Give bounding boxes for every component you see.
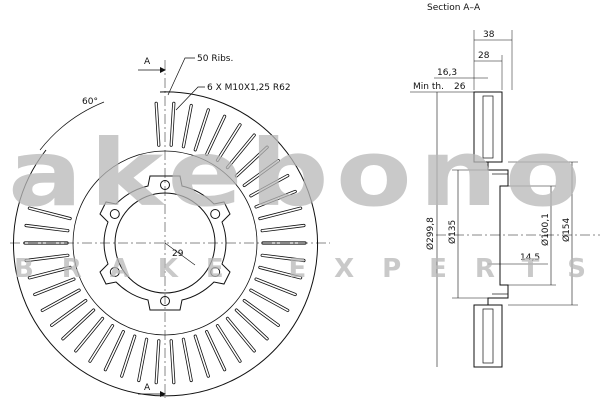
rib-inner bbox=[138, 338, 148, 382]
vent-channel-lower bbox=[482, 308, 494, 364]
section-title: Section A–A bbox=[427, 3, 481, 13]
rib-inner bbox=[155, 339, 160, 384]
rib-inner bbox=[41, 289, 80, 312]
vent-channel-upper bbox=[482, 95, 494, 159]
rib-inner bbox=[25, 224, 69, 232]
rib-inner bbox=[28, 207, 71, 220]
rib-inner bbox=[250, 174, 289, 197]
rib-inner bbox=[243, 299, 280, 327]
watermark-brand: akebono bbox=[8, 120, 588, 227]
disc-outer-edge bbox=[13, 91, 319, 397]
bolts-label: 6 X M10X1,25 R62 bbox=[207, 83, 291, 93]
rib-inner bbox=[235, 309, 268, 340]
dim-14-label: 14,5 bbox=[520, 253, 540, 263]
ribs-label: 50 Ribs. bbox=[197, 54, 233, 64]
section-view bbox=[410, 30, 600, 368]
bolt-hole bbox=[210, 267, 221, 277]
dim-154-label: Ø154 bbox=[561, 217, 572, 242]
rib-inner bbox=[50, 299, 87, 327]
ribs-leader bbox=[167, 57, 195, 96]
rib-inner bbox=[259, 207, 302, 220]
rib-inner bbox=[104, 330, 125, 371]
rib-inner bbox=[33, 278, 75, 296]
dim-100-label: Ø100,1 bbox=[540, 213, 551, 246]
section-marker-top: A bbox=[144, 57, 151, 67]
rib-inner bbox=[120, 335, 136, 377]
rib-inner bbox=[28, 266, 71, 279]
rib-inner bbox=[226, 317, 255, 352]
rib-inner bbox=[250, 289, 289, 312]
rib-inner bbox=[25, 254, 69, 262]
front-view bbox=[10, 57, 330, 398]
angle-label: 60° bbox=[82, 97, 98, 107]
bolt-leader bbox=[175, 86, 205, 111]
rib-inner bbox=[182, 338, 192, 382]
rib-inner bbox=[216, 124, 241, 162]
rib-inner bbox=[170, 339, 175, 384]
watermark-tagline: BRAKE EXPERTS bbox=[14, 254, 586, 284]
rib-inner bbox=[205, 330, 226, 371]
bolt-hole bbox=[109, 267, 120, 277]
section-marker-bottom: A bbox=[144, 383, 151, 393]
rib-inner bbox=[255, 190, 297, 208]
hub-outline bbox=[99, 175, 231, 311]
section-arrow-bottom bbox=[160, 391, 166, 397]
ventilation-ribs bbox=[23, 101, 307, 385]
bolt-hole bbox=[109, 209, 120, 219]
rib-inner bbox=[235, 146, 268, 177]
dim-16-label: 16,3 bbox=[437, 68, 457, 78]
rib-inner bbox=[182, 104, 192, 148]
rib-inner bbox=[62, 309, 95, 340]
hub-hat bbox=[487, 162, 509, 305]
rib-inner bbox=[75, 317, 104, 352]
section-arrow-top bbox=[160, 67, 166, 73]
rib-inner bbox=[194, 109, 210, 151]
dim-38-label: 38 bbox=[483, 30, 495, 40]
rib-inner bbox=[194, 335, 210, 377]
dim-28-label: 28 bbox=[478, 51, 490, 61]
rib-inner bbox=[226, 134, 255, 169]
bolt-hole bbox=[210, 209, 221, 219]
min-th-value: 26 bbox=[454, 82, 466, 92]
rib-inner bbox=[255, 278, 297, 296]
rib-inner bbox=[89, 324, 114, 363]
rib-inner bbox=[243, 159, 280, 187]
inner-dim-line bbox=[164, 242, 196, 266]
rib-inner bbox=[216, 324, 241, 363]
angle-arc bbox=[39, 101, 105, 151]
rib-inner bbox=[261, 254, 305, 262]
rib-inner bbox=[261, 224, 305, 232]
rib-inner bbox=[205, 115, 226, 156]
inner-dim-label: 29 bbox=[172, 249, 184, 259]
min-th-label: Min th. bbox=[413, 82, 444, 92]
dim-135-label: Ø135 bbox=[447, 220, 458, 244]
rib-inner bbox=[155, 102, 160, 146]
dim-299-label: Ø299,8 bbox=[425, 217, 436, 250]
friction-ring-lower bbox=[473, 304, 503, 368]
rib-inner bbox=[170, 102, 175, 146]
rib-inner bbox=[259, 266, 302, 279]
